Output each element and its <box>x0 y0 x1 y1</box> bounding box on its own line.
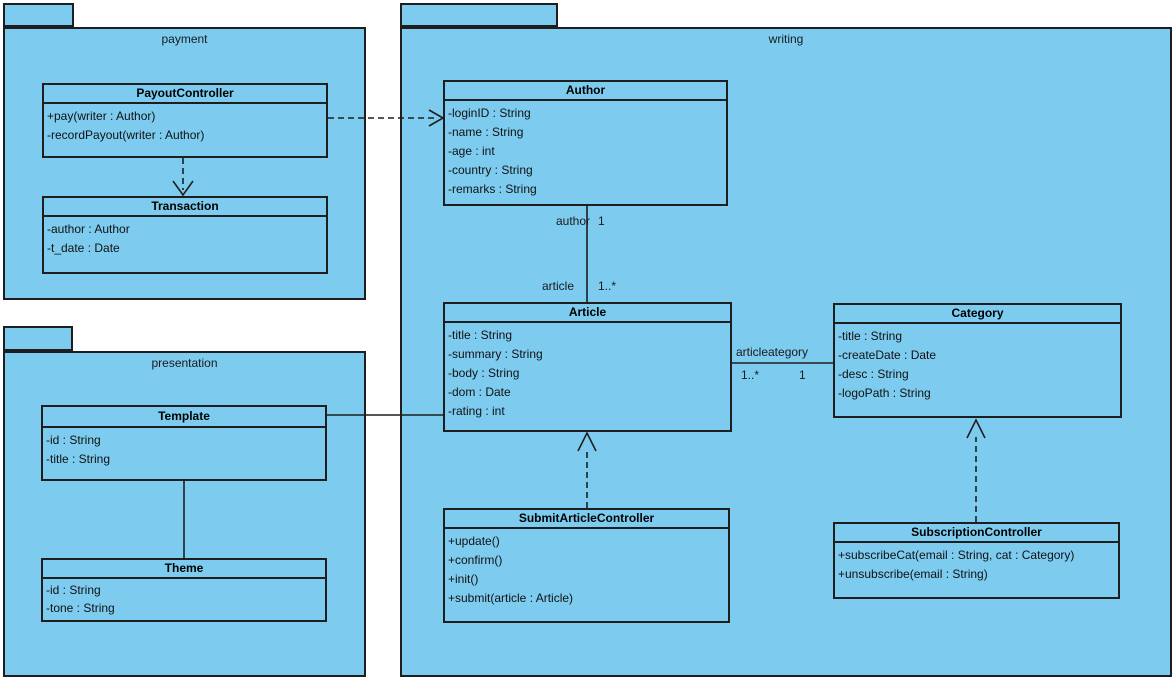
class-member: -loginID : String <box>448 106 531 120</box>
class-member: +init() <box>448 572 479 586</box>
class-transaction-title: Transaction <box>44 198 326 217</box>
class-member: -id : String <box>46 583 101 597</box>
class-subscription-controller-title: SubscriptionController <box>835 524 1118 543</box>
class-template[interactable]: Template -id : String -title : String <box>41 405 327 481</box>
assoc-role-article: article <box>542 279 575 293</box>
class-author[interactable]: Author -loginID : String -name : String … <box>443 80 728 206</box>
class-transaction[interactable]: Transaction -author : Author -t_date : D… <box>42 196 328 274</box>
class-transaction-members: -author : Author -t_date : Date <box>44 217 326 258</box>
class-article[interactable]: Article -title : String -summary : Strin… <box>443 302 732 432</box>
class-submit-article-controller-title: SubmitArticleController <box>445 510 728 529</box>
assoc-mult-category-side: 1 <box>799 368 806 382</box>
class-template-members: -id : String -title : String <box>43 428 325 469</box>
class-submit-article-controller-members: +update() +confirm() +init() +submit(art… <box>445 529 728 608</box>
class-member: -t_date : Date <box>47 241 120 255</box>
class-member: -logoPath : String <box>838 386 931 400</box>
class-article-members: -title : String -summary : String -body … <box>445 323 730 421</box>
class-member: -createDate : Date <box>838 348 937 362</box>
class-member: -recordPayout(writer : Author) <box>47 128 205 142</box>
dependency-subscription-category-arrowhead <box>966 418 986 439</box>
class-member: -id : String <box>46 433 101 447</box>
assoc-label-article-category: articleategory <box>736 345 809 359</box>
class-member: -dom : Date <box>448 385 511 399</box>
package-writing-label: writing <box>768 32 804 46</box>
class-theme-title: Theme <box>43 560 325 579</box>
package-writing-tab[interactable] <box>400 3 558 27</box>
class-category[interactable]: Category -title : String -createDate : D… <box>833 303 1122 418</box>
package-presentation-tab[interactable] <box>3 326 73 351</box>
class-member: +update() <box>448 534 500 548</box>
package-payment-label: payment <box>161 32 208 46</box>
class-theme-members: -id : String -tone : String <box>43 579 325 617</box>
class-category-members: -title : String -createDate : Date -desc… <box>835 324 1120 403</box>
dependency-payout-transaction-arrowhead <box>172 180 194 197</box>
class-theme[interactable]: Theme -id : String -tone : String <box>41 558 327 622</box>
class-author-title: Author <box>445 82 726 101</box>
assoc-role-author: author <box>556 214 591 228</box>
assoc-mult-article: 1..* <box>598 279 617 293</box>
class-member: -desc : String <box>838 367 909 381</box>
class-member: -age : int <box>448 144 495 158</box>
class-member: +unsubscribe(email : String) <box>838 567 988 581</box>
class-category-title: Category <box>835 305 1120 324</box>
class-member: -remarks : String <box>448 182 537 196</box>
class-member: -title : String <box>838 329 903 343</box>
class-member: +submit(article : Article) <box>448 591 574 605</box>
package-payment-tab[interactable] <box>3 3 74 27</box>
class-member: -name : String <box>448 125 524 139</box>
dependency-submit-article-arrowhead <box>577 431 597 452</box>
class-member: -rating : int <box>448 404 505 418</box>
class-member: -author : Author <box>47 222 130 236</box>
package-presentation-label: presentation <box>151 356 218 370</box>
class-member: -summary : String <box>448 347 543 361</box>
assoc-mult-article-side: 1..* <box>741 368 760 382</box>
class-author-members: -loginID : String -name : String -age : … <box>445 101 726 199</box>
class-article-title: Article <box>445 304 730 323</box>
assoc-mult-author: 1 <box>598 214 605 228</box>
class-member: -tone : String <box>46 601 115 615</box>
class-member: +pay(writer : Author) <box>47 109 156 123</box>
class-member: +subscribeCat(email : String, cat : Cate… <box>838 548 1075 562</box>
class-member: -title : String <box>448 328 513 342</box>
class-subscription-controller[interactable]: SubscriptionController +subscribeCat(ema… <box>833 522 1120 599</box>
class-member: +confirm() <box>448 553 503 567</box>
class-member: -body : String <box>448 366 520 380</box>
class-subscription-controller-members: +subscribeCat(email : String, cat : Cate… <box>835 543 1118 584</box>
class-payout-controller[interactable]: PayoutController +pay(writer : Author) -… <box>42 83 328 158</box>
class-submit-article-controller[interactable]: SubmitArticleController +update() +confi… <box>443 508 730 623</box>
class-member: -title : String <box>46 452 111 466</box>
class-payout-controller-members: +pay(writer : Author) -recordPayout(writ… <box>44 104 326 145</box>
class-payout-controller-title: PayoutController <box>44 85 326 104</box>
class-member: -country : String <box>448 163 533 177</box>
class-template-title: Template <box>43 407 325 428</box>
